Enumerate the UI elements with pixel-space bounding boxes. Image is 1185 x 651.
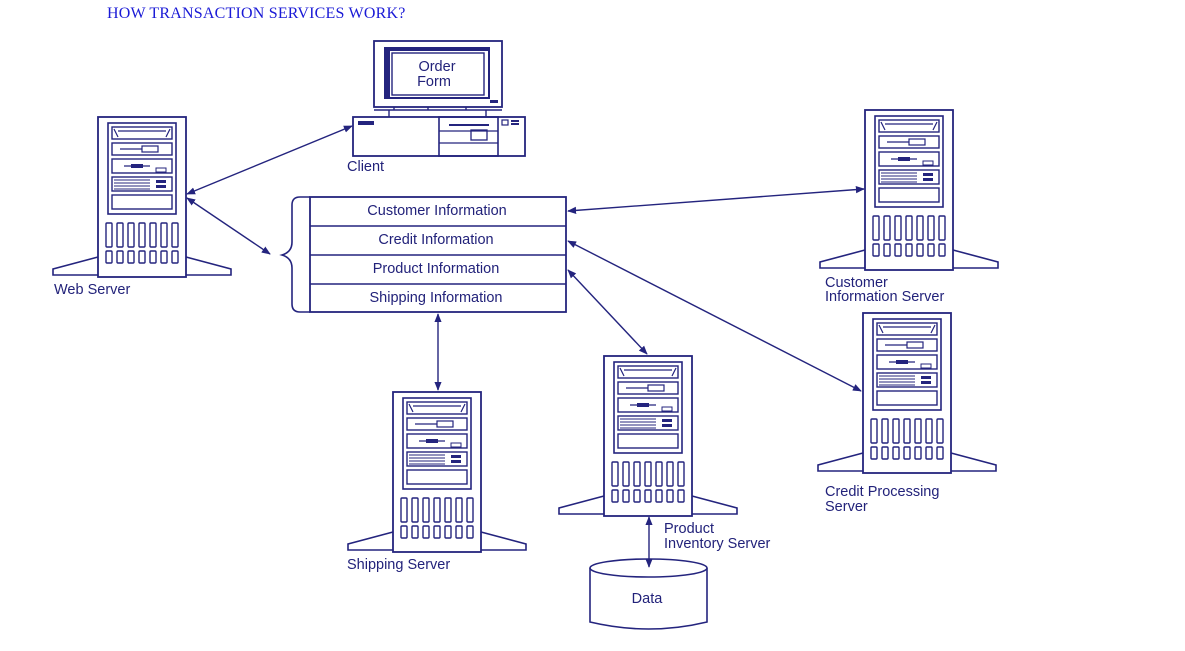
monitor-icon [373,40,503,117]
arrow-customer-info [567,186,865,214]
customer-server-label-line-2: Information Server [825,289,944,305]
server-tower-icon [52,116,232,278]
diagram-title: HOW TRANSACTION SERVICES WORK? [107,5,406,22]
info-row-shipping: Shipping Information [370,290,503,306]
credit-server-label-line-1: Credit Processing [825,484,939,500]
info-row-product: Product Information [373,261,500,277]
credit-processing-server: Credit Processing Server [817,312,997,515]
info-row-credit: Credit Information [378,232,493,248]
arrow-credit [567,240,862,392]
brace-icon [279,196,310,313]
web-server-label: Web Server [54,282,130,298]
arrow-product [567,269,648,355]
database-icon [589,568,708,630]
info-row-customer: Customer Information [367,203,506,219]
client-label: Client [347,159,384,175]
desktop-case-icon [352,116,526,157]
arrow-web-infobox [186,197,271,255]
screen-line-1: Order [418,59,455,75]
product-inventory-server: Product Inventory Server [558,355,771,552]
product-server-label-line-1: Product [664,521,714,537]
information-box: Customer Information Credit Information … [279,196,567,313]
server-tower-icon [347,391,527,553]
connections [186,125,865,568]
data-label: Data [632,591,664,607]
server-tower-icon [817,312,997,474]
client-computer: Order Form Client [347,40,526,175]
customer-information-server: Customer Information Server [819,109,999,305]
shipping-server-label: Shipping Server [347,557,450,573]
server-tower-icon [558,355,738,517]
arrow-web-client [186,125,353,195]
shipping-server: Shipping Server [347,391,527,573]
product-server-label-line-2: Inventory Server [664,536,771,552]
web-server: Web Server [52,116,232,298]
data-store: Data [589,558,708,630]
screen-line-2: Form [417,74,451,90]
credit-server-label-line-2: Server [825,499,868,515]
